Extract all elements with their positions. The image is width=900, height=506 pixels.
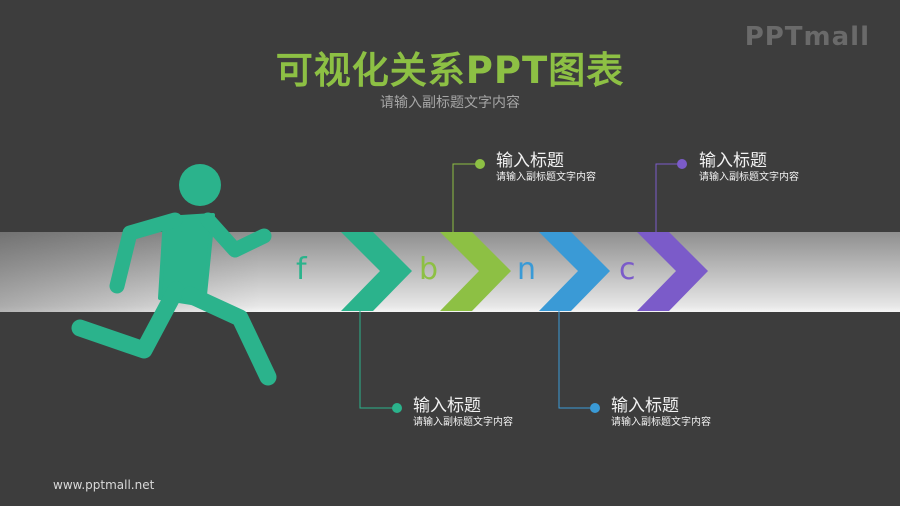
chevron-arrow-icon xyxy=(539,232,610,311)
step-letter: b xyxy=(419,252,439,287)
callout-purple: 输入标题 请输入副标题文字内容 xyxy=(699,151,799,184)
callout-dot-icon xyxy=(590,403,600,413)
connector-line-3 xyxy=(558,311,600,413)
connector-line-2 xyxy=(452,159,485,233)
gradient-banner xyxy=(0,232,900,312)
page-subtitle: 请输入副标题文字内容 xyxy=(380,95,520,111)
step-letter: f xyxy=(296,252,307,287)
callout-dot-icon xyxy=(392,403,402,413)
callout-teal: 输入标题 请输入副标题文字内容 xyxy=(413,396,513,429)
step-letter: c xyxy=(619,252,636,287)
callout-title: 输入标题 xyxy=(699,151,767,171)
callout-description: 请输入副标题文字内容 xyxy=(496,172,596,183)
callout-title: 输入标题 xyxy=(611,396,679,416)
page-title: 可视化关系PPT图表 xyxy=(275,49,625,92)
callout-blue: 输入标题 请输入副标题文字内容 xyxy=(611,396,711,429)
callout-title: 输入标题 xyxy=(413,396,481,416)
callout-green: 输入标题 请输入副标题文字内容 xyxy=(496,151,596,184)
chevron-arrow-icon xyxy=(440,232,511,311)
chevron-arrow-icon xyxy=(637,232,708,311)
footer-url: www.pptmall.net xyxy=(53,478,155,492)
callout-description: 请输入副标题文字内容 xyxy=(413,417,513,428)
callout-description: 请输入副标题文字内容 xyxy=(611,417,711,428)
running-person-icon xyxy=(71,164,277,386)
connector-line-1 xyxy=(359,311,402,413)
chevron-arrow-icon xyxy=(341,232,412,311)
callout-dot-icon xyxy=(677,159,687,169)
connector-line-4 xyxy=(655,159,687,233)
callout-description: 请输入副标题文字内容 xyxy=(699,172,799,183)
brand-logo: PPTmall xyxy=(744,22,870,52)
callout-title: 输入标题 xyxy=(496,151,564,171)
callout-dot-icon xyxy=(475,159,485,169)
step-letter: n xyxy=(517,252,537,287)
